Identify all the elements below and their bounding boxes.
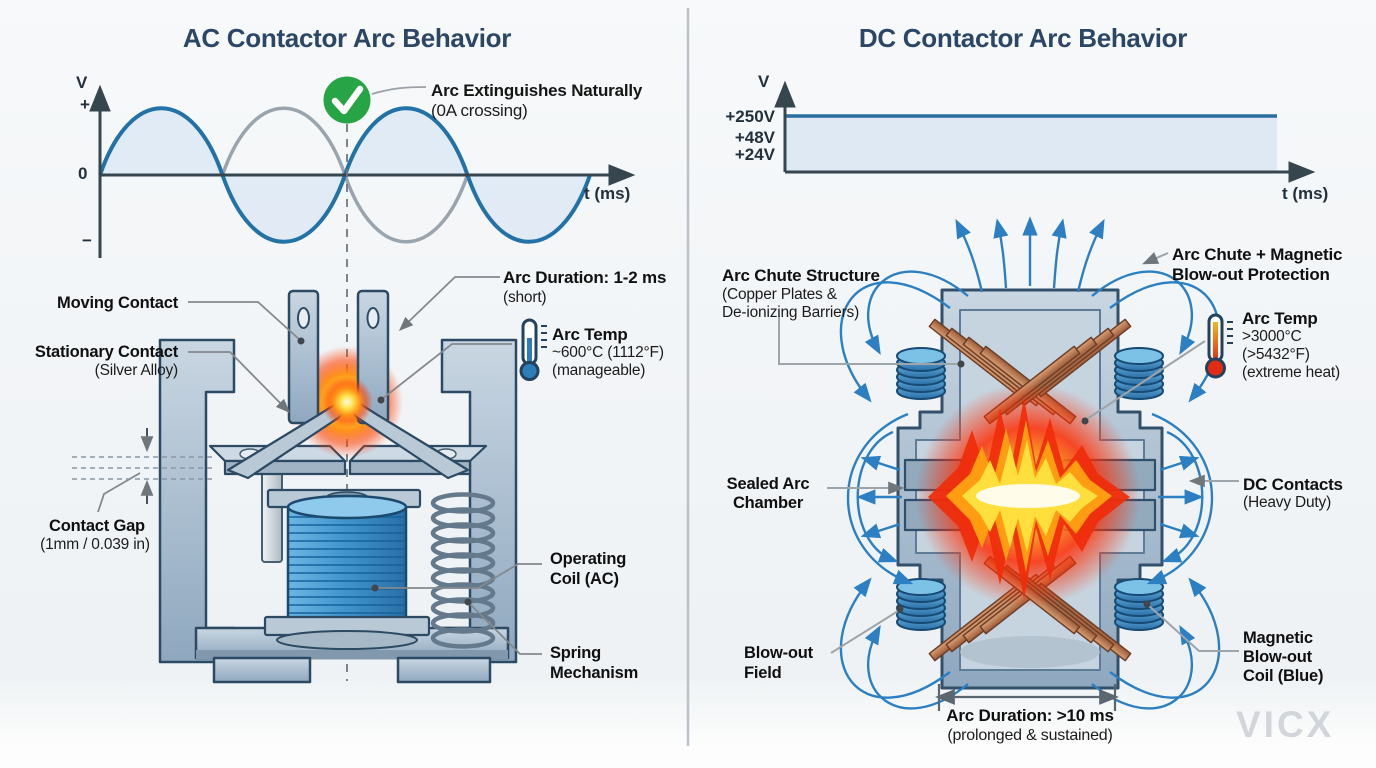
- label-operating-coil-1: Operating: [550, 550, 627, 568]
- label-blowout-protection-1: Arc Chute + Magnetic: [1172, 245, 1343, 264]
- dc-arc-duration-dimension: [935, 684, 1119, 711]
- label-arc-chute-structure: Arc Chute Structure: [722, 266, 880, 285]
- label-spring-2: Mechanism: [550, 664, 639, 682]
- ac-tick-minus: −: [82, 231, 92, 250]
- check-icon: [323, 76, 371, 124]
- label-arc-temp-ac-value: ~600°C (1112°F): [552, 344, 664, 361]
- dc-leader-lines: [778, 252, 1239, 654]
- ac-spring: [430, 492, 496, 649]
- leader-arc-chute-structure: [778, 316, 958, 365]
- dc-arc: [916, 383, 1140, 607]
- dc-tick-48v: +48V: [734, 128, 775, 147]
- label-sealed-chamber-1: Sealed Arc: [726, 475, 810, 493]
- ac-tick-plus: +: [80, 95, 90, 114]
- leader-magnetic-coil: [1146, 603, 1239, 652]
- leader-arc-temp-ac: [381, 343, 512, 400]
- label-arc-temp-dc-sub: (extreme heat): [1242, 364, 1340, 381]
- leader-arc-extinguishes: [371, 86, 427, 95]
- label-dc-contacts: DC Contacts: [1243, 475, 1343, 494]
- ac-frame-left: [158, 338, 236, 664]
- label-stationary-contact: Stationary Contact: [34, 343, 178, 361]
- ac-arc-core: [321, 376, 373, 428]
- leader-spring: [467, 601, 542, 655]
- label-arc-temp-ac-sub: (manageable): [552, 362, 646, 379]
- dc-contactor-illustration: [839, 216, 1221, 710]
- ac-note-line1: Arc Extinguishes Naturally: [431, 81, 643, 100]
- leader-arc-temp-dc: [1086, 340, 1206, 420]
- label-moving-contact: Moving Contact: [57, 294, 178, 312]
- ac-guide-rod: [261, 471, 283, 563]
- label-contact-gap-sub: (1mm / 0.039 in): [40, 536, 150, 553]
- label-operating-coil-2: Coil (AC): [550, 570, 619, 588]
- label-contact-gap: Contact Gap: [49, 517, 145, 535]
- dc-panel-title: DC Contactor Arc Behavior: [858, 23, 1188, 53]
- ac-contactor-illustration: [158, 289, 518, 684]
- leader-blowout-protection: [1142, 252, 1169, 265]
- label-dc-contacts-sub: (Heavy Duty): [1243, 494, 1332, 511]
- label-arc-temp-dc-f: (>5432°F): [1242, 346, 1310, 363]
- dc-voltage-graph: [774, 80, 1316, 183]
- label-arc-temp-dc: Arc Temp: [1242, 309, 1318, 328]
- label-arc-temp-ac: Arc Temp: [552, 325, 628, 344]
- label-magnetic-coil-1: Magnetic: [1243, 629, 1313, 647]
- ac-y-axis-label: V: [76, 73, 88, 92]
- label-arc-duration-dc-sub: (prolonged & sustained): [947, 727, 1113, 744]
- label-arc-chute-structure-sub1: (Copper Plates &: [722, 286, 837, 303]
- ac-note-line2: (0A crossing): [431, 101, 528, 120]
- label-blowout-field-2: Field: [744, 664, 782, 682]
- ac-waveform-graph: [89, 84, 636, 258]
- watermark: VICX: [1236, 704, 1335, 745]
- dc-blowout-coils: [896, 347, 1164, 631]
- label-arc-chute-structure-sub2: De-ionizing Barriers): [722, 304, 860, 321]
- label-blowout-protection-2: Blow-out Protection: [1172, 265, 1330, 284]
- label-arc-temp-dc-value: >3000°C: [1242, 328, 1302, 345]
- dc-tick-24v: +24V: [734, 145, 775, 164]
- label-magnetic-coil-3: Coil (Blue): [1243, 667, 1324, 685]
- label-magnetic-coil-2: Blow-out: [1243, 648, 1312, 666]
- contact-gap-indicator: [72, 428, 216, 504]
- leader-stationary-contact: [188, 351, 291, 414]
- ac-leader-lines: [97, 276, 542, 655]
- leader-contact-gap: [97, 472, 141, 513]
- dc-shaded-area: [786, 117, 1277, 172]
- label-arc-duration-dc: Arc Duration: >10 ms: [946, 706, 1114, 725]
- ac-x-axis-label: t (ms): [584, 184, 631, 203]
- label-arc-duration-ac: Arc Duration: 1-2 ms: [503, 268, 667, 287]
- leader-moving-contact: [188, 301, 301, 341]
- ac-base-foot-right: [396, 656, 492, 684]
- label-stationary-contact-sub: (Silver Alloy): [94, 362, 179, 379]
- ac-operating-coil: [286, 494, 408, 621]
- thermometer-icon-ac: [519, 318, 547, 381]
- dc-x-axis-label: t (ms): [1282, 184, 1329, 203]
- ac-panel-title: AC Contactor Arc Behavior: [182, 23, 512, 53]
- label-sealed-chamber-2: Chamber: [732, 494, 804, 512]
- leader-blowout-field: [830, 610, 899, 654]
- label-blowout-field-1: Blow-out: [744, 644, 813, 662]
- label-arc-duration-ac-sub: (short): [503, 289, 547, 306]
- dc-tick-250v: +250V: [725, 107, 775, 126]
- thermometer-icon-dc: [1205, 313, 1233, 379]
- ac-base-foot-left: [212, 656, 312, 684]
- dc-magnetic-field-lines: [839, 216, 1221, 710]
- leader-operating-coil: [375, 563, 542, 589]
- leader-arc-duration-ac: [398, 276, 500, 331]
- dc-y-axis-label: V: [758, 72, 770, 91]
- label-spring-1: Spring: [550, 644, 602, 662]
- ac-tick-zero: 0: [78, 164, 88, 183]
